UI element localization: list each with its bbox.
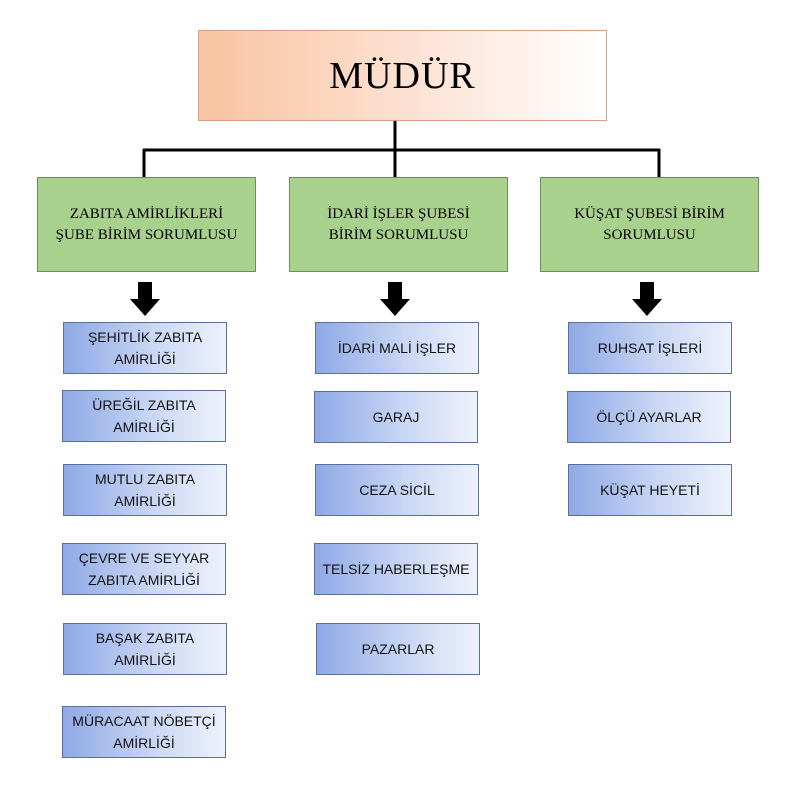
department-label: KÜŞAT ŞUBESİ BİRİM SORUMLUSU <box>574 205 725 243</box>
department-box-idari: İDARİ İŞLER ŞUBESİ BİRİM SORUMLUSU <box>289 177 508 272</box>
down-arrow-icon <box>130 282 160 316</box>
unit-label: CEZA SİCİL <box>359 482 435 498</box>
unit-box: PAZARLAR <box>316 623 480 675</box>
unit-box: GARAJ <box>314 391 478 443</box>
unit-label: ŞEHİTLİK ZABITA AMİRLİĞİ <box>87 329 203 367</box>
unit-box: RUHSAT İŞLERİ <box>568 322 732 374</box>
unit-label: İDARİ MALİ İŞLER <box>337 340 457 356</box>
department-box-kusat: KÜŞAT ŞUBESİ BİRİM SORUMLUSU <box>540 177 759 272</box>
unit-box: BAŞAK ZABITA AMİRLİĞİ <box>63 623 227 675</box>
unit-box: CEZA SİCİL <box>315 464 479 516</box>
department-label: İDARİ İŞLER ŞUBESİ BİRİM SORUMLUSU <box>327 205 470 243</box>
director-box: MÜDÜR <box>198 30 607 121</box>
unit-label: MUTLU ZABITA AMİRLİĞİ <box>94 471 196 509</box>
unit-box: ÇEVRE VE SEYYAR ZABITA AMİRLİĞİ <box>62 543 226 595</box>
unit-label: ÜREĞİL ZABITA AMİRLİĞİ <box>92 397 196 435</box>
unit-box: MUTLU ZABITA AMİRLİĞİ <box>63 464 227 516</box>
down-arrow-icon <box>632 282 662 316</box>
unit-box: İDARİ MALİ İŞLER <box>315 322 479 374</box>
unit-label: GARAJ <box>372 409 420 425</box>
director-label: MÜDÜR <box>329 54 476 97</box>
unit-box: ÖLÇÜ AYARLAR <box>567 391 731 443</box>
unit-label: KÜŞAT HEYETİ <box>600 482 700 498</box>
unit-box: KÜŞAT HEYETİ <box>568 464 732 516</box>
unit-label: PAZARLAR <box>361 641 435 657</box>
unit-label: TELSİZ HABERLEŞME <box>322 561 470 577</box>
unit-label: ÇEVRE VE SEYYAR ZABITA AMİRLİĞİ <box>78 550 210 588</box>
down-arrow-icon <box>380 282 410 316</box>
unit-label: MÜRACAAT NÖBETÇİ AMİRLİĞİ <box>72 713 216 751</box>
department-label: ZABITA AMİRLİKLERİ ŞUBE BİRİM SORUMLUSU <box>55 205 238 243</box>
unit-label: ÖLÇÜ AYARLAR <box>596 409 702 425</box>
unit-box: ŞEHİTLİK ZABITA AMİRLİĞİ <box>63 322 227 374</box>
unit-label: RUHSAT İŞLERİ <box>597 340 703 356</box>
unit-box: ÜREĞİL ZABITA AMİRLİĞİ <box>62 390 226 442</box>
unit-label: BAŞAK ZABITA AMİRLİĞİ <box>95 630 195 668</box>
unit-box: TELSİZ HABERLEŞME <box>314 543 478 595</box>
unit-box: MÜRACAAT NÖBETÇİ AMİRLİĞİ <box>62 706 226 758</box>
department-box-zabita: ZABITA AMİRLİKLERİ ŞUBE BİRİM SORUMLUSU <box>37 177 256 272</box>
